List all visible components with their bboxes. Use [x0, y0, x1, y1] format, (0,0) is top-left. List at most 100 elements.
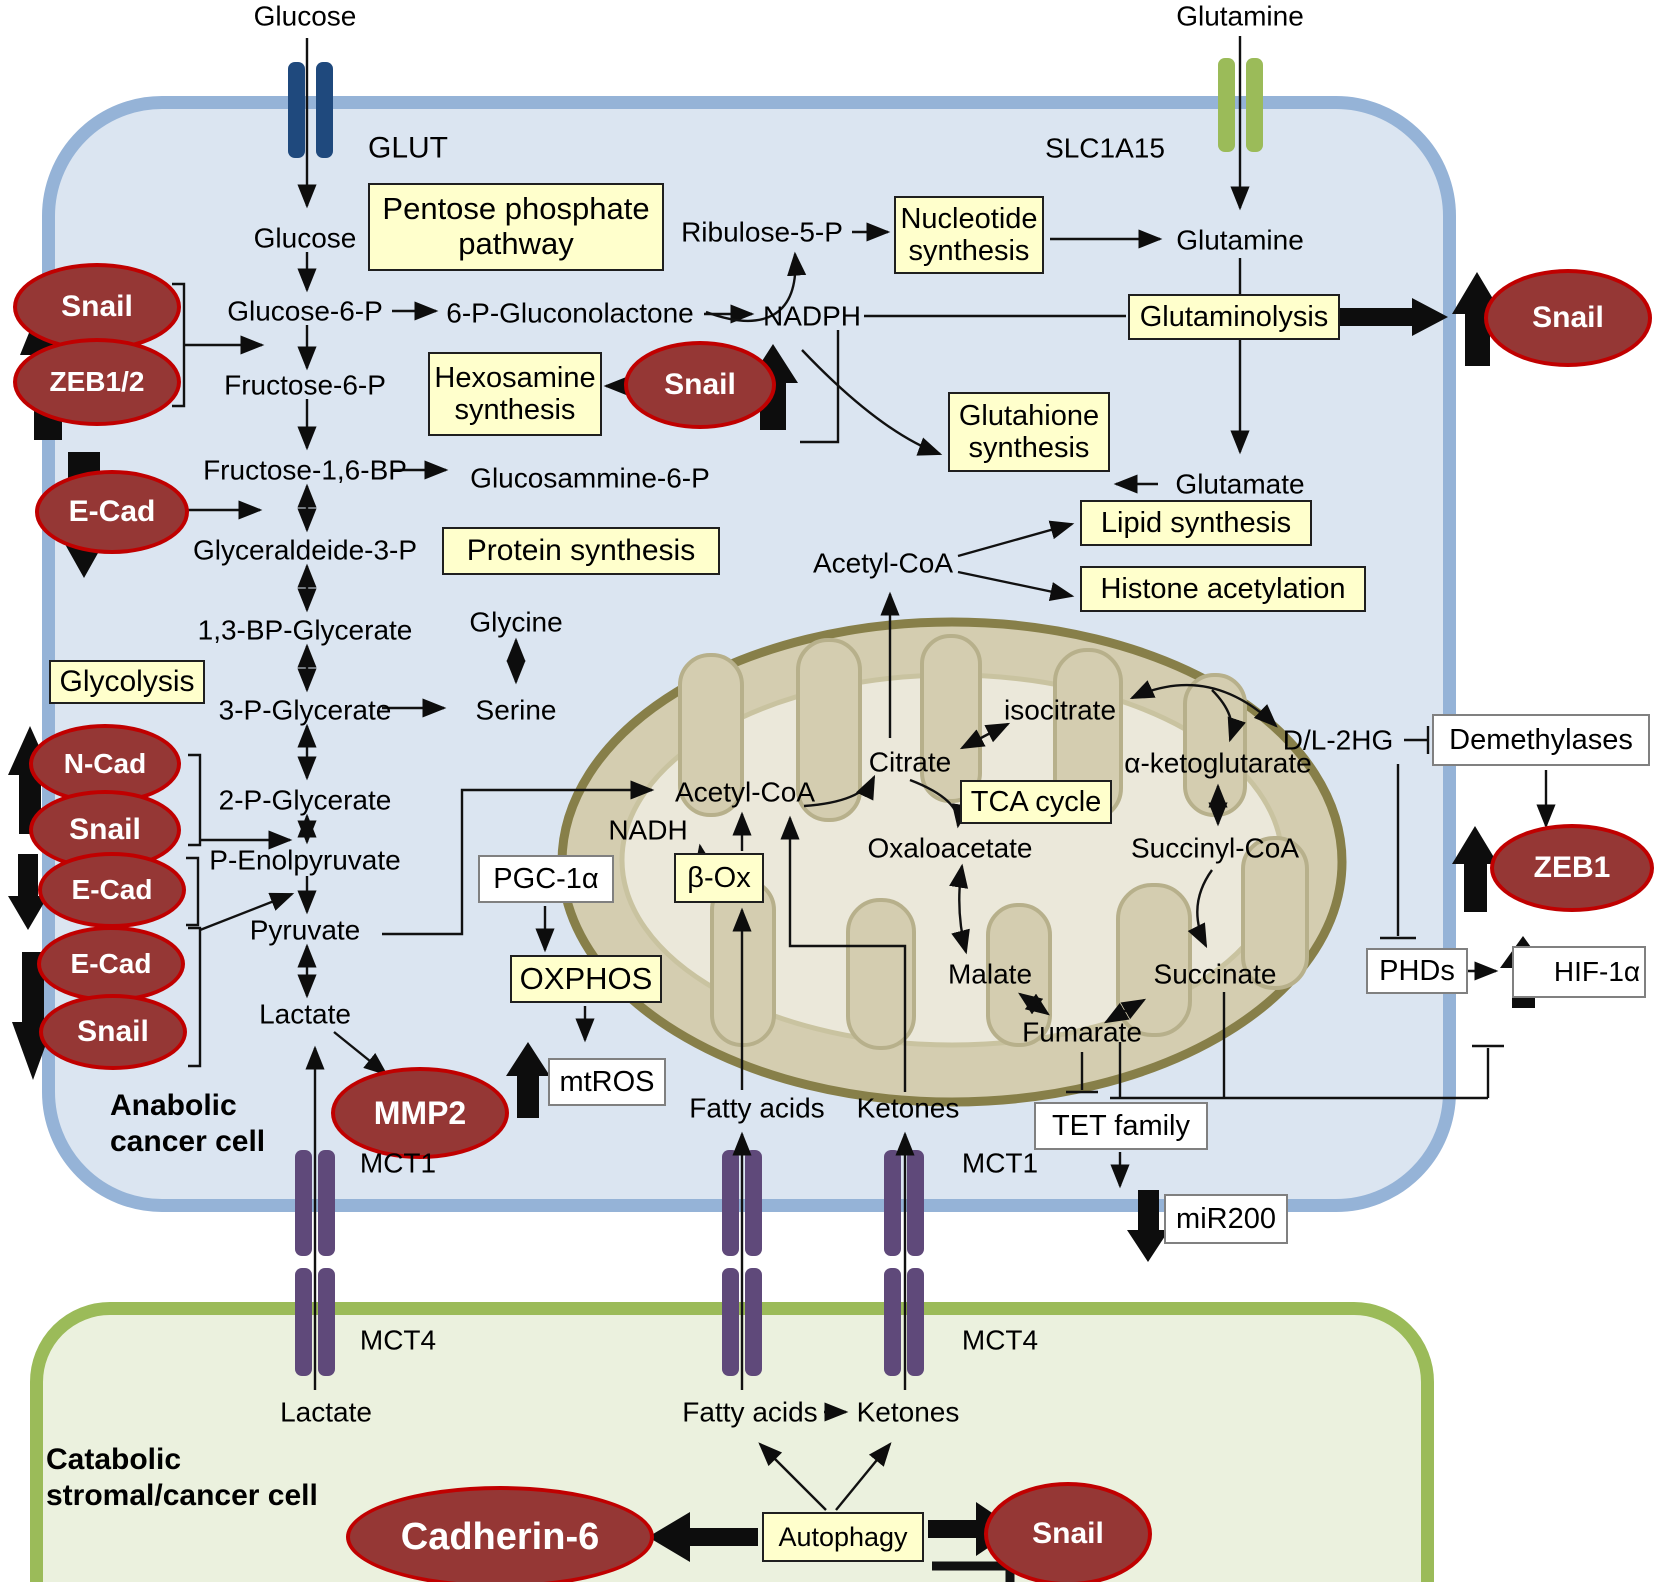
metabolite-label: Glucose: [253, 0, 357, 32]
tca-cycle-box: TCA cycle: [960, 780, 1112, 824]
oval-label: ZEB1: [1533, 851, 1611, 884]
cristae: [678, 634, 1309, 1050]
transporter-label: MCT1: [359, 1147, 437, 1179]
box-label: Glutahione synthesis: [958, 399, 1100, 464]
oval-label: E-Cad: [68, 495, 156, 528]
metabolite-label: P-Enolpyruvate: [209, 844, 401, 876]
down-arrow-icon: [12, 952, 54, 1080]
mmp2-oval: MMP2: [331, 1067, 509, 1159]
transporter-label: GLUT: [367, 131, 449, 165]
oval-label: Cadherin-6: [400, 1515, 600, 1558]
oval-label: Snail: [1032, 1517, 1104, 1550]
glut-transporter-icon: [288, 62, 305, 158]
snail-oval: Snail: [13, 263, 181, 351]
metabolite-label: Oxaloacetate: [867, 832, 1033, 864]
connector-lines: [172, 36, 1556, 1582]
metabolite-label: Glucose-6-P: [227, 295, 383, 327]
metabolite-label: Glucose: [253, 222, 357, 254]
tet-family-box: TET family: [1034, 1102, 1208, 1150]
cell-label-line: stromal/cancer cell: [46, 1479, 318, 1512]
cell-label-line: cancer cell: [110, 1125, 266, 1158]
metabolite-label: Ketones: [856, 1396, 960, 1428]
cadherin6-oval: Cadherin-6: [346, 1486, 654, 1582]
metabolite-label: Ribulose-5-P: [681, 216, 843, 248]
down-arrow-icon: [8, 854, 48, 930]
box-label: Nucleotide synthesis: [900, 202, 1038, 267]
up-arrow-icon: [1452, 272, 1502, 366]
glutaminolysis-box: Glutaminolysis: [1128, 294, 1340, 340]
box-label: Glycolysis: [59, 665, 195, 699]
mct4-transporter-icon: [295, 1268, 312, 1376]
autophagy-box: Autophagy: [762, 1512, 924, 1562]
box-label: HIF-1α: [1553, 956, 1641, 988]
mtros-box: mtROS: [548, 1058, 666, 1106]
mct1-transporter-icon: [318, 1150, 335, 1256]
metabolite-label: 3-P-Glycerate: [218, 694, 392, 726]
snail-oval: Snail: [984, 1482, 1152, 1582]
metabolite-label: NADPH: [762, 300, 862, 332]
slc1a15-transporter-icon: [1218, 58, 1235, 152]
oval-label: Snail: [664, 368, 736, 401]
pentose-phosphate-box: Pentose phosphate pathway: [368, 183, 664, 271]
mct1-transporter-icon: [295, 1150, 312, 1256]
mct4-transporter-icon: [318, 1268, 335, 1376]
mct4-transporter-icon: [745, 1268, 762, 1376]
box-label: Histone acetylation: [1100, 572, 1346, 605]
oval-label: Snail: [61, 290, 133, 323]
glycolysis-box: Glycolysis: [49, 660, 205, 704]
metabolite-label: isocitrate: [1003, 694, 1117, 726]
cell-label-line: Anabolic: [110, 1089, 237, 1122]
metabolite-label: Citrate: [868, 746, 952, 778]
slc1a15-transporter-icon: [1246, 58, 1263, 152]
metabolite-label: Glyceraldeide-3-P: [192, 534, 418, 566]
oval-label: E-Cad: [70, 948, 152, 979]
pgc1a-box: PGC-1α: [478, 855, 614, 903]
mir200-box: miR200: [1164, 1194, 1288, 1244]
hif1a-box: HIF-1α: [1512, 946, 1646, 998]
metabolite-label: Lactate: [280, 1396, 372, 1428]
metabolite-label: 2-P-Glycerate: [218, 784, 392, 816]
zeb1-oval: ZEB1: [1490, 824, 1654, 912]
transporter-label: SLC1A15: [1045, 132, 1165, 164]
transporter-label: MCT1: [961, 1147, 1039, 1179]
up-arrow-icon: [1452, 826, 1498, 912]
metabolite-label: Ketones: [856, 1092, 960, 1124]
oval-label: Snail: [77, 1015, 149, 1048]
hexosamine-box: Hexosamine synthesis: [428, 352, 602, 436]
oval-label: ZEB1/2: [49, 366, 145, 397]
mct1-transporter-icon: [907, 1150, 924, 1256]
anabolic-cell-label: Anabolic cancer cell: [110, 1088, 265, 1160]
box-label: TET family: [1051, 1109, 1191, 1142]
metabolite-label: Serine: [475, 694, 557, 726]
right-arrow-icon: [1340, 298, 1448, 336]
ecad-oval: E-Cad: [38, 852, 186, 928]
left-arrow-icon: [648, 1512, 758, 1562]
glutathione-synthesis-box: Glutahione synthesis: [948, 392, 1110, 472]
box-label: mtROS: [559, 1065, 655, 1098]
snail-oval: Snail: [624, 341, 776, 429]
box-label: OXPHOS: [519, 960, 653, 996]
oval-label: MMP2: [373, 1094, 467, 1131]
metabolite-label: Glutamine: [1176, 224, 1304, 256]
glut-transporter-icon: [316, 62, 333, 158]
ecad-oval: E-Cad: [35, 470, 189, 554]
metabolite-label: 1,3-BP-Glycerate: [197, 614, 413, 646]
metabolite-label: Glutamine: [1176, 0, 1304, 32]
metabolite-label: Glucosammine-6-P: [470, 462, 710, 494]
snail-oval: Snail: [1484, 269, 1652, 367]
oval-label: Snail: [1532, 301, 1604, 334]
mitochondrion: [557, 617, 1347, 1107]
mct4-transporter-icon: [722, 1268, 739, 1376]
metabolite-label: Fatty acids: [689, 1092, 825, 1124]
oval-label: E-Cad: [71, 874, 153, 905]
metabolite-label: NADH: [608, 814, 688, 846]
box-label: Protein synthesis: [466, 534, 696, 568]
snail-oval: Snail: [39, 994, 187, 1070]
metabolite-label: D/L-2HG: [1282, 724, 1394, 756]
metabolite-label: 6-P-Gluconolactone: [446, 297, 694, 329]
metabolite-label: Succinyl-CoA: [1130, 832, 1300, 864]
up-arrow-icon: [506, 1042, 550, 1118]
oval-label: N-Cad: [63, 748, 147, 779]
